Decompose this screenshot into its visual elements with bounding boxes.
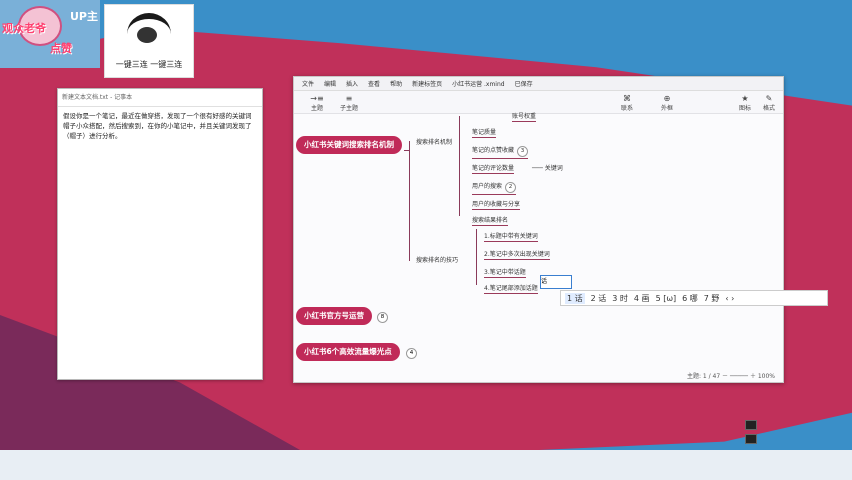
ime-candidate[interactable]: 7 野 <box>703 293 720 303</box>
ime-candidate[interactable]: 2 话 <box>590 293 607 303</box>
menu-item[interactable]: 插入 <box>346 81 359 88</box>
brush-icon: ✎ <box>765 94 773 103</box>
cartoon-fox-icon <box>18 6 62 46</box>
leaf-topic[interactable]: 1.标题中带有关键词 <box>484 233 538 242</box>
root-topic[interactable]: 小红书关键词搜索排名机制 <box>296 136 402 154</box>
logo-caption: 一键三连 一键三连 <box>115 60 183 69</box>
tray-icon[interactable] <box>745 434 757 444</box>
ime-page-nav[interactable]: ‹ › <box>725 293 735 303</box>
ime-composition[interactable]: 话 <box>540 275 572 289</box>
mindmap-canvas[interactable]: 小红书关键词搜索排名机制 小红书官方号运营 小红书6个高效流量爆光点 8 4 搜… <box>294 111 783 382</box>
topic-label: 主题 <box>310 105 323 112</box>
subtopic-label: 子主题 <box>339 105 358 112</box>
avatar-text: 观众老爷 <box>2 22 46 35</box>
collapsed-count-badge[interactable]: 4 <box>406 348 417 359</box>
avatar-text: UP主 <box>70 10 98 23</box>
format-button[interactable]: ✎ 格式 <box>754 94 784 112</box>
leaf-topic[interactable]: 4.笔记尾部添加话题 <box>484 285 538 294</box>
boundary-icon: ⊕ <box>663 94 671 103</box>
menu-item[interactable]: 文件 <box>302 81 315 88</box>
triple-like-logo: 一键三连 一键三连 <box>104 4 194 78</box>
format-label: 格式 <box>762 105 775 112</box>
mindmap-window: 文件 编辑 插入 查看 帮助 新建标签页 小红书运营 .xmind 已保存 →≡… <box>293 76 784 383</box>
root-topic[interactable]: 小红书官方号运营 <box>296 307 372 325</box>
menu-item[interactable]: 帮助 <box>390 81 403 88</box>
arc-icon <box>127 13 171 55</box>
collapsed-count-badge[interactable]: 8 <box>377 312 388 323</box>
leaf-topic[interactable]: 2.笔记中多次出现关键词 <box>484 251 550 260</box>
star-icon: ★ <box>741 94 749 103</box>
topic-icon: →≡ <box>310 94 324 103</box>
root-topic[interactable]: 小红书6个高效流量爆光点 <box>296 343 400 361</box>
collapsed-count-badge[interactable]: 3 <box>517 146 529 157</box>
notepad-text[interactable]: 假设你是一个笔记，最近在做穿搭，发现了一个很有好感的关键词帽子小众搭配，然后搜索… <box>63 112 252 140</box>
relationship-icon: ⌘ <box>623 94 631 103</box>
subtopic-icon: ≡ <box>345 94 353 103</box>
subtopic-button[interactable]: ≡ 子主题 <box>334 94 364 112</box>
side-note: ─── 关键词 <box>532 165 563 172</box>
notepad-title[interactable]: 新建文本文档.txt - 记事本 <box>58 89 262 107</box>
menu-item[interactable]: 编辑 <box>324 81 337 88</box>
ime-candidate-bar: 1 话 2 话 3 时 4 画 5 [ω] 6 哪 7 野 ‹ › <box>560 290 828 306</box>
leaf-topic[interactable]: 用户的收藏与分享 <box>472 201 521 210</box>
leaf-topic[interactable]: 账号权重 <box>512 113 537 122</box>
taskbar-area <box>0 450 852 480</box>
ime-candidate[interactable]: 5 [ω] <box>655 293 677 303</box>
relationship-button[interactable]: ⌘ 联系 <box>612 94 642 112</box>
menu-item[interactable]: 新建标签页 <box>412 81 443 88</box>
topic-button[interactable]: →≡ 主题 <box>302 94 332 112</box>
file-tab[interactable]: 小红书运营 .xmind <box>452 81 505 88</box>
ime-candidate[interactable]: 1 话 <box>565 292 585 304</box>
leaf-topic[interactable]: 3.笔记中带话题 <box>484 269 526 278</box>
ime-candidate[interactable]: 4 画 <box>633 293 650 303</box>
boundary-label: 外框 <box>660 105 673 112</box>
menu-bar: 文件 编辑 插入 查看 帮助 新建标签页 小红书运营 .xmind 已保存 <box>294 77 783 91</box>
menu-item[interactable]: 查看 <box>368 81 381 88</box>
tray-icon[interactable] <box>745 420 757 430</box>
toolbar: →≡ 主题 ≡ 子主题 ⌘ 联系 ⊕ 外框 ★ 图标 ✎ 格式 <box>294 91 783 114</box>
branch-topic[interactable]: 搜索排名的技巧 <box>416 257 459 264</box>
notepad-window: 新建文本文档.txt - 记事本 假设你是一个笔记，最近在做穿搭，发现了一个很有… <box>57 88 263 380</box>
branch-topic[interactable]: 搜索排名机制 <box>416 139 453 146</box>
relationship-label: 联系 <box>620 105 633 112</box>
boundary-button[interactable]: ⊕ 外框 <box>652 94 682 112</box>
ime-candidate[interactable]: 6 哪 <box>682 293 698 303</box>
connector <box>459 116 460 216</box>
connector <box>476 229 477 285</box>
collapsed-count-badge[interactable]: 2 <box>505 182 517 193</box>
save-status: 已保存 <box>514 81 533 88</box>
connector <box>409 141 410 261</box>
icon-panel-label: 图标 <box>738 105 751 112</box>
avatar-text: 点赞 <box>50 42 72 55</box>
streamer-avatar: 观众老爷 点赞 UP主 <box>0 0 100 68</box>
icon-panel-button[interactable]: ★ 图标 <box>730 94 760 112</box>
ime-candidate[interactable]: 3 时 <box>612 293 628 303</box>
face-icon <box>137 27 157 43</box>
leaf-topic[interactable]: 搜索结果排名 <box>472 217 509 226</box>
connector <box>404 150 410 151</box>
leaf-topic[interactable]: 笔记质量 <box>472 129 497 138</box>
status-bar: 主题: 1 / 47 － ───── ＋ 100% <box>686 373 775 380</box>
leaf-topic[interactable]: 笔记的评论数量 <box>472 165 515 174</box>
